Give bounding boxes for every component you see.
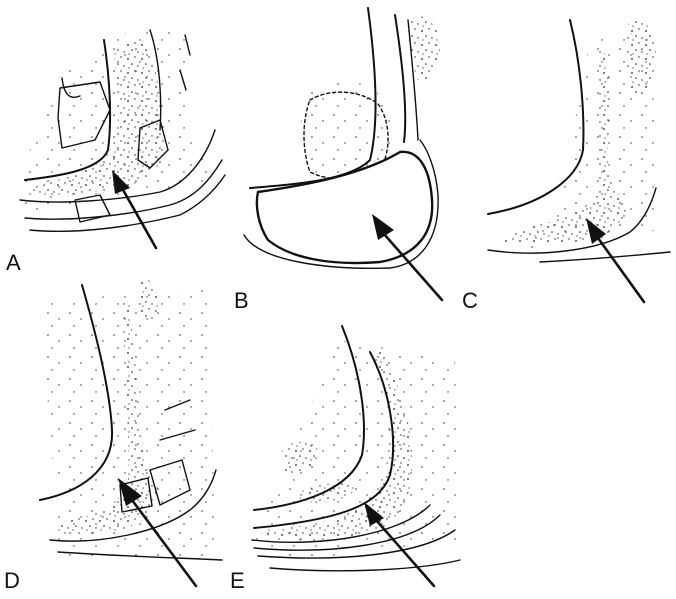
panel-c-arrow-shaft xyxy=(598,238,644,302)
panel-c-label: C xyxy=(462,288,478,314)
panel-c-base xyxy=(540,252,670,262)
panel-a-label: A xyxy=(6,250,21,276)
panel-d-label: D xyxy=(4,568,20,594)
panel-d-drawing xyxy=(40,279,222,586)
panel-b-drawing xyxy=(244,8,442,300)
panel-b-label: B xyxy=(234,288,249,314)
panel-e-drawing xyxy=(250,326,460,586)
panel-c-drawing xyxy=(488,18,670,302)
panel-b-inner-wall xyxy=(395,15,405,142)
panel-d-top-blob xyxy=(138,279,158,321)
panel-a-drawing xyxy=(20,28,225,248)
panel-a-arrow-shaft xyxy=(122,188,156,248)
panel-e-base xyxy=(270,560,460,571)
panel-e-label: E xyxy=(230,568,245,594)
